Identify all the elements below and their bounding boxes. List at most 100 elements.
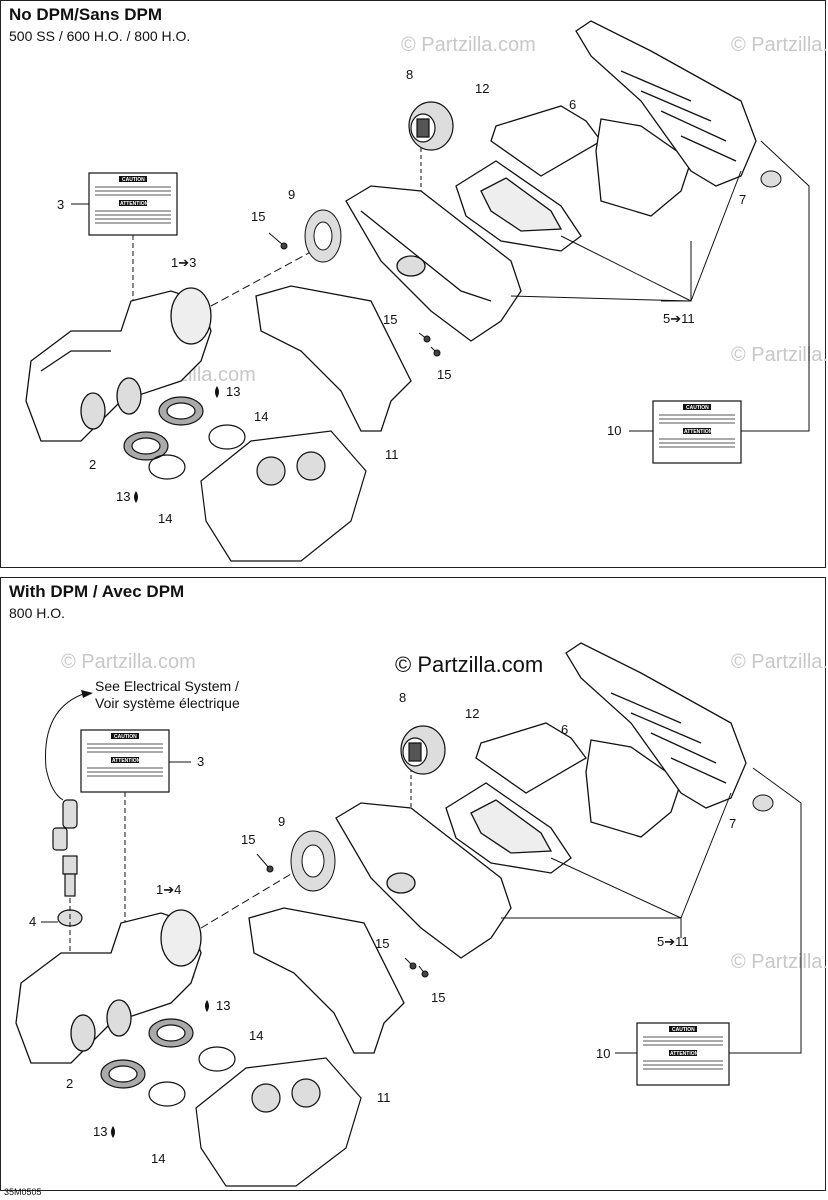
watermark-strong: © Partzilla.com (395, 652, 543, 677)
callout: 13 (93, 1124, 107, 1139)
callout: 10 (607, 423, 621, 438)
gasket-part-9 (290, 830, 336, 892)
callout: 8 (406, 67, 413, 82)
callout: 6 (569, 97, 576, 112)
callout: 13 (216, 998, 230, 1013)
watermark: © Partzilla.com (731, 344, 827, 366)
diagram-panel-with-dpm: With DPM / Avec DPM 800 H.O. © Partzilla… (0, 577, 827, 1191)
callout: 9 (278, 814, 285, 829)
sealant-drop-icon (205, 1000, 209, 1012)
intake-housing (345, 185, 522, 342)
callout: 14 (249, 1028, 263, 1043)
screw-part-15 (268, 232, 441, 357)
foam-part-6 (595, 118, 692, 217)
cover-part-12 (475, 722, 587, 794)
callout: 15 (431, 990, 445, 1005)
filter-frame (455, 160, 582, 252)
callout: 1➔4 (156, 882, 181, 897)
svg-text:ATTENTION: ATTENTION (684, 429, 713, 435)
engine-block (200, 430, 367, 562)
caution-label-part-10: CAUTION ATTENTION (636, 1022, 730, 1086)
callout: 8 (399, 690, 406, 705)
screw-part-15 (256, 853, 429, 978)
electrical-note-line2: Voir système électrique (95, 695, 240, 711)
grommet-part-7 (752, 794, 774, 812)
callout: 14 (151, 1151, 165, 1166)
callout: 12 (475, 81, 489, 96)
callout: 7 (739, 192, 746, 207)
cap-part-8 (400, 725, 446, 775)
reference-code: 35M0505 (4, 1187, 42, 1197)
arrow-to-electrical (45, 692, 87, 801)
svg-text:ATTENTION: ATTENTION (120, 201, 149, 207)
callout: 1➔3 (171, 255, 196, 270)
air-box-housing (25, 287, 212, 442)
svg-text:CAUTION: CAUTION (114, 734, 137, 740)
callout: 14 (158, 511, 172, 526)
callout: 15 (383, 312, 397, 327)
callout: 15 (251, 209, 265, 224)
diagram-panel-no-dpm: No DPM/Sans DPM 500 SS / 600 H.O. / 800 … (0, 0, 827, 568)
callout: 13 (116, 489, 130, 504)
gasket-part-9 (304, 209, 342, 263)
air-box-cover (565, 642, 747, 809)
callout: 11 (385, 447, 399, 462)
panel-title: With DPM / Avec DPM (9, 582, 185, 601)
watermark: © Partzilla.com (731, 34, 827, 56)
callout: 6 (561, 722, 568, 737)
callout: 15 (375, 936, 389, 951)
coupler-part-13 (123, 396, 204, 461)
intake-housing (335, 802, 512, 959)
parts-diagram-no-dpm: © Partzilla.com © Partzilla.com © Partzi… (25, 20, 827, 562)
caution-label-part-3: CAUTION ATTENTION (88, 172, 178, 236)
callout: 11 (377, 1090, 391, 1105)
clamp-part-14 (148, 424, 246, 480)
svg-text:CAUTION: CAUTION (122, 177, 145, 183)
watermark: © Partzilla.com (61, 651, 196, 673)
clamp-part-14 (148, 1046, 236, 1107)
guard-part-11 (255, 285, 412, 432)
caution-label-part-10: CAUTION ATTENTION (652, 400, 742, 464)
guard-part-11 (248, 907, 405, 1054)
callout: 2 (89, 457, 96, 472)
panel-subtitle: 500 SS / 600 H.O. / 800 H.O. (9, 28, 191, 44)
watermark: © Partzilla.com (731, 951, 827, 973)
callout: 9 (288, 187, 295, 202)
sealant-drop-icon (134, 491, 138, 503)
engine-block (195, 1057, 362, 1187)
callout: 3 (197, 754, 204, 769)
callout: 2 (66, 1076, 73, 1091)
watermark: © Partzilla.com (731, 651, 827, 673)
watermark: © Partzilla.com (401, 34, 536, 56)
callout: 12 (465, 706, 479, 721)
dpm-sensor (52, 799, 83, 927)
air-box-housing (15, 909, 202, 1064)
svg-text:CAUTION: CAUTION (672, 1027, 695, 1033)
svg-text:ATTENTION: ATTENTION (670, 1051, 699, 1057)
callout: 13 (226, 384, 240, 399)
callout: 4 (29, 914, 36, 929)
callout: 14 (254, 409, 268, 424)
cover-part-12 (490, 105, 602, 177)
grommet-part-7 (760, 170, 782, 188)
callout: 15 (241, 832, 255, 847)
sealant-drop-icon (215, 386, 219, 398)
sealant-drop-icon (111, 1126, 115, 1138)
parts-diagram-with-dpm: © Partzilla.com © Partzilla.com © Partzi… (15, 642, 827, 1187)
callout: 15 (437, 367, 451, 382)
cap-part-8 (408, 101, 454, 151)
foam-part-6 (585, 739, 682, 838)
filter-frame (445, 782, 572, 874)
callout: 10 (596, 1046, 610, 1061)
callout: 5➔11 (663, 311, 695, 326)
air-box-cover (575, 20, 757, 187)
callout: 7 (729, 816, 736, 831)
panel-title: No DPM/Sans DPM (9, 5, 163, 24)
coupler-part-13 (100, 1018, 194, 1089)
svg-text:ATTENTION: ATTENTION (112, 758, 141, 764)
electrical-note-line1: See Electrical System / (95, 678, 239, 694)
panel-subtitle: 800 H.O. (9, 605, 66, 621)
callout: 3 (57, 197, 64, 212)
svg-text:CAUTION: CAUTION (686, 405, 709, 411)
callout: 5➔11 (657, 934, 689, 949)
